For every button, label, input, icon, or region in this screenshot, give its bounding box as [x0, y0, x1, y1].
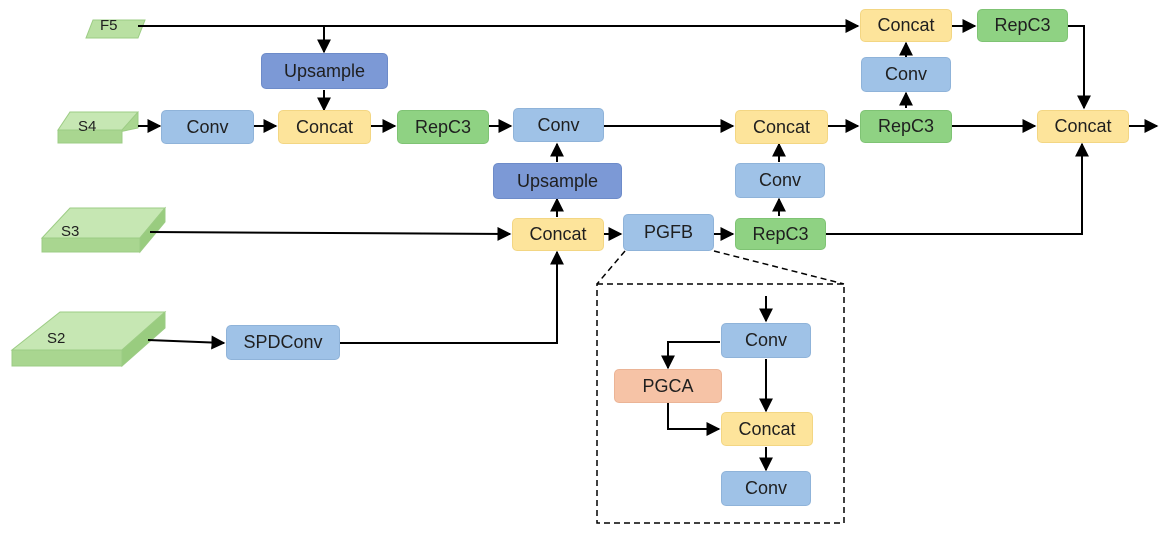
- node-repc3-right-s4: RepC3: [860, 110, 952, 143]
- input-label-f5: F5: [100, 17, 118, 34]
- detail-node-conv-out: Conv: [721, 471, 811, 506]
- node-concat-s3: Concat: [512, 218, 604, 251]
- edge-detail-pgca-concat: [667, 403, 721, 436]
- node-concat-right-s4: Concat: [735, 110, 828, 144]
- input-label-s2: S2: [47, 330, 66, 347]
- node-concat-top: Concat: [860, 9, 952, 42]
- node-conv-up-s3: Conv: [735, 163, 825, 198]
- node-pgfb: PGFB: [623, 214, 714, 251]
- edge-s2-spdconv: [147, 335, 226, 350]
- edge-repc3-s3-concat-out: [826, 142, 1089, 235]
- pgfb-detail-frame: [596, 283, 845, 524]
- edge-detail-conv-pgca: [661, 341, 720, 370]
- pgfb-callout-right: [713, 250, 845, 285]
- node-conv-s4: Conv: [161, 110, 254, 144]
- input-label-s4: S4: [78, 118, 97, 135]
- node-concat-s4: Concat: [278, 110, 371, 144]
- node-repc3-s4: RepC3: [397, 110, 489, 144]
- node-conv-up-s4: Conv: [861, 57, 951, 92]
- node-concat-out: Concat: [1037, 110, 1129, 143]
- input-slab-f5: [85, 19, 146, 39]
- node-upsample-mid: Upsample: [493, 163, 622, 199]
- input-slab-s2: [10, 310, 167, 368]
- node-repc3-top: RepC3: [977, 9, 1068, 42]
- detail-node-pgca: PGCA: [614, 369, 722, 403]
- edge-repc3-top-concat-out: [1068, 25, 1091, 110]
- input-slab-s3: [40, 206, 167, 254]
- input-slab-s4: [57, 111, 140, 144]
- node-spdconv: SPDConv: [226, 325, 340, 360]
- input-label-s3: S3: [61, 223, 80, 240]
- edge-s3-concat: [149, 226, 512, 241]
- edge-spdconv-concat: [340, 250, 564, 344]
- node-repc3-s3: RepC3: [735, 218, 826, 250]
- node-conv-mid: Conv: [513, 108, 604, 142]
- detail-node-conv-in: Conv: [721, 323, 811, 358]
- detail-node-concat: Concat: [721, 412, 813, 446]
- node-upsample-top: Upsample: [261, 53, 388, 89]
- pgfb-callout-left: [596, 250, 626, 285]
